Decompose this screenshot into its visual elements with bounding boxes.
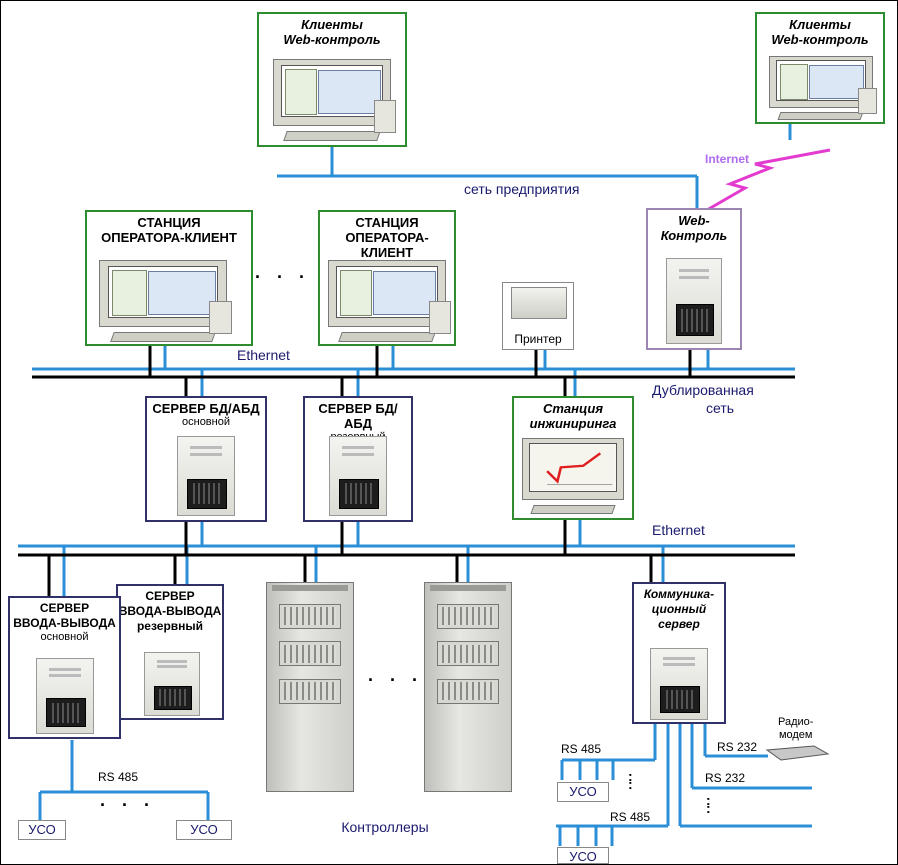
duplicated-network-label-1: Дублированная [652,382,754,398]
monitor-icon [273,59,396,141]
operator-2-line1: СТАНЦИЯ [355,215,419,230]
radio-modem-line2: модем [778,729,813,741]
operator-ellipsis: . . . [255,262,311,282]
rs232-b-label: RS 232 [705,771,746,785]
monitor-icon [328,260,451,342]
db-server-backup: СЕРВЕР БД/АБД резервный [303,396,413,522]
io-main-sub: основной [40,631,89,643]
uso-box-3: УСО [557,782,609,802]
web-client-2-line2: Web-контроль [771,32,869,47]
controller-rack-2 [424,582,512,792]
radio-modem-line1: Радио- [778,716,814,728]
uso-box-2: УСО [176,820,232,840]
server-tower-icon [36,658,94,734]
monitor-icon [99,260,233,342]
io-backup-line2: ВВОДА-ВЫВОДА [118,604,222,618]
io-backup-sub: резервный [136,619,204,633]
ethernet-top-label: Ethernet [237,347,290,363]
rs485-a-label: RS 485 [561,742,602,756]
server-tower-icon [666,258,722,344]
engineering-line1: Станция [542,401,604,416]
vertical-ellipsis-2: :: [706,792,711,816]
web-control-line2: Контроль [660,228,728,243]
uso-ellipsis: . . . [100,790,156,810]
rs485-b-label: RS 485 [610,810,651,824]
server-tower-icon [177,436,235,516]
radio-modem-device [765,745,830,761]
radio-modem-label: Радио-модем [778,716,813,742]
server-tower-icon [329,436,387,516]
printer-icon [511,287,567,319]
db-server-main: СЕРВЕР БД/АБД основной [145,396,267,522]
uso-box-1: УСО [18,820,66,840]
controllers-label: Контроллеры [323,819,447,841]
comm-line3: сервер [658,617,700,631]
engineering-line2: инжиниринга [529,416,617,431]
io-main-line1: СЕРВЕР [39,601,90,615]
internet-label: Internet [705,152,750,166]
web-control-server: Web-Контроль [646,208,742,350]
db-backup-title: СЕРВЕР БД/АБД [318,401,398,431]
io-backup-line1: СЕРВЕР [145,589,195,603]
printer-box: Принтер [502,282,574,350]
comm-line1: Коммуника- [643,587,715,601]
vertical-ellipsis-1: :: [628,768,633,792]
operator-1-line1: СТАНЦИЯ [137,215,201,230]
trend-chart-icon [530,444,616,491]
db-main-sub: основной [182,416,230,428]
web-control-line1: Web- [678,213,710,228]
controllers-ellipsis: . . . [368,665,424,685]
server-tower-icon [144,652,200,716]
monitor-icon [769,56,878,120]
server-tower-icon [650,648,708,720]
rs485-left-label: RS 485 [98,770,139,784]
monitor-icon [522,438,624,514]
operator-1-line2: ОПЕРАТОРА-КЛИЕНТ [101,230,237,245]
comm-line2: ционный [651,602,707,616]
uso-box-4: УСО [557,847,609,864]
internet-link [706,148,831,212]
controller-rack-1 [266,582,354,792]
io-main-line2: ВВОДА-ВЫВОДА [13,616,116,630]
web-client-1-line1: Клиенты [301,17,363,32]
web-client-1-line2: Web-контроль [283,32,381,47]
rs232-a-label: RS 232 [717,740,758,754]
db-main-title: СЕРВЕР БД/АБД [152,401,260,416]
printer-label: Принтер [514,332,562,346]
duplicated-network-label-2: сеть [706,400,735,416]
ethernet-bottom-label: Ethernet [652,522,705,538]
web-client-2-line1: Клиенты [789,17,851,32]
operator-2-line2: ОПЕРАТОРА-КЛИЕНТ [345,230,429,260]
enterprise-network-label: сеть предприятия [464,181,580,197]
